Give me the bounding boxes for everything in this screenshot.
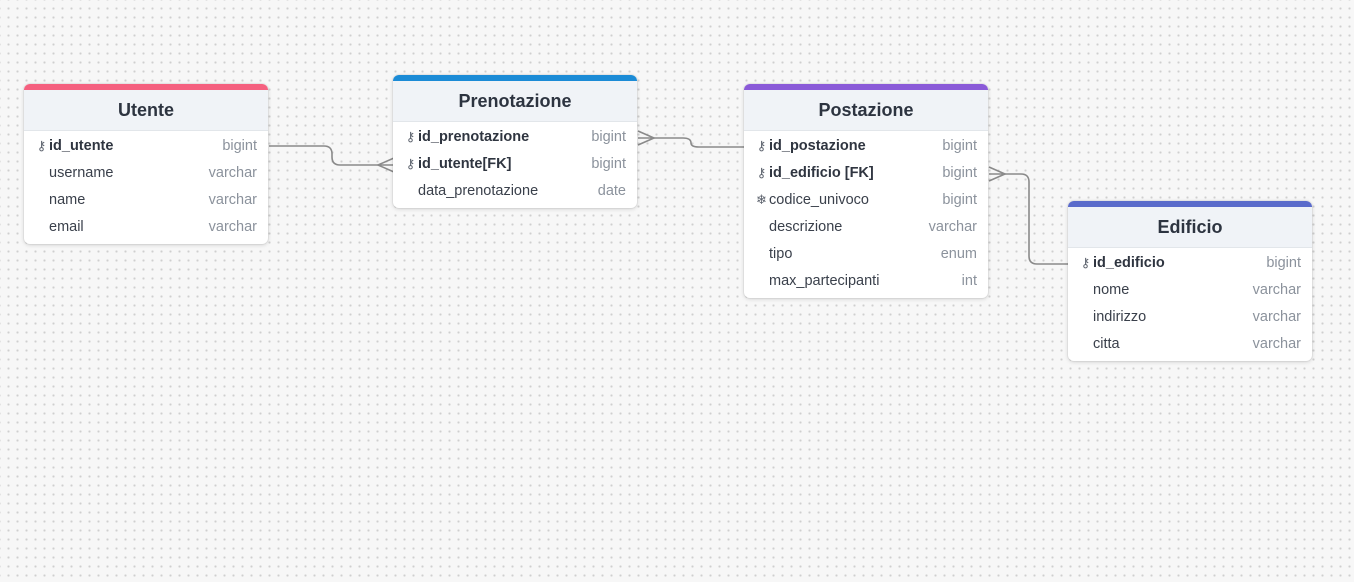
connector-utente-prenotazione[interactable] [269, 145, 394, 166]
field-type: bigint [942, 191, 977, 208]
field-type: bigint [1266, 254, 1301, 271]
table-postazione[interactable]: Postazione ⚷ id_postazione bigint ⚷ id_e… [744, 84, 988, 298]
table-postazione-fields: ⚷ id_postazione bigint ⚷ id_edificio [FK… [744, 131, 988, 298]
key-icon: ⚷ [36, 137, 47, 153]
field-name: id_edificio [1093, 254, 1165, 271]
table-edificio-accent [1068, 201, 1312, 207]
field-row[interactable]: descrizione varchar [744, 213, 988, 240]
field-type: date [597, 182, 626, 199]
field-type: bigint [591, 155, 626, 172]
field-row[interactable]: data_prenotazione date [393, 177, 637, 204]
field-name: username [49, 164, 114, 181]
key-icon: ⚷ [756, 137, 767, 153]
field-row[interactable]: ❄ codice_univoco bigint [744, 186, 988, 213]
field-name: citta [1093, 335, 1120, 352]
snowflake-icon: ❄ [756, 191, 767, 207]
field-name: max_partecipanti [769, 272, 880, 289]
field-type: varchar [1252, 308, 1301, 325]
crowfoot-prenotazione-right-icon [637, 130, 656, 146]
field-type: varchar [1252, 281, 1301, 298]
field-name: codice_univoco [769, 191, 869, 208]
field-row[interactable]: nome varchar [1068, 276, 1312, 303]
field-name: nome [1093, 281, 1130, 298]
table-prenotazione[interactable]: Prenotazione ⚷ id_prenotazione bigint ⚷ … [393, 75, 637, 208]
table-postazione-title: Postazione [818, 99, 914, 120]
field-row[interactable]: ⚷ id_utente[FK] bigint [393, 150, 637, 177]
field-name: id_utente[FK] [418, 155, 512, 172]
field-type: varchar [208, 218, 257, 235]
field-name: email [49, 218, 84, 235]
key-icon: ⚷ [405, 155, 416, 171]
table-prenotazione-accent [393, 75, 637, 81]
field-type: varchar [208, 191, 257, 208]
crowfoot-prenotazione-icon [376, 157, 395, 173]
field-type: int [961, 272, 977, 289]
field-type: enum [940, 245, 977, 262]
table-postazione-header[interactable]: Postazione [744, 90, 988, 131]
field-name: id_utente [49, 137, 114, 154]
table-prenotazione-header[interactable]: Prenotazione [393, 81, 637, 122]
connector-postazione-edificio[interactable] [989, 173, 1069, 265]
table-edificio-title: Edificio [1157, 216, 1223, 237]
field-type: varchar [928, 218, 977, 235]
field-row[interactable]: ⚷ id_prenotazione bigint [393, 123, 637, 150]
field-name: indirizzo [1093, 308, 1147, 325]
table-utente-title: Utente [117, 99, 174, 120]
field-row[interactable]: ⚷ id_utente bigint [24, 132, 268, 159]
table-edificio[interactable]: Edificio ⚷ id_edificio bigint nome varch… [1068, 201, 1312, 361]
field-row[interactable]: ⚷ id_edificio bigint [1068, 249, 1312, 276]
field-name: name [49, 191, 86, 208]
field-row[interactable]: ⚷ id_edificio [FK] bigint [744, 159, 988, 186]
table-utente-accent [24, 84, 268, 90]
key-icon: ⚷ [756, 164, 767, 180]
field-type: bigint [591, 128, 626, 145]
field-row[interactable]: username varchar [24, 159, 268, 186]
connector-prenotazione-postazione[interactable] [638, 137, 745, 148]
field-row[interactable]: citta varchar [1068, 330, 1312, 357]
table-edificio-header[interactable]: Edificio [1068, 207, 1312, 248]
field-name: id_edificio [FK] [769, 164, 874, 181]
field-row[interactable]: name varchar [24, 186, 268, 213]
table-utente[interactable]: Utente ⚷ id_utente bigint username varch… [24, 84, 268, 244]
field-row[interactable]: tipo enum [744, 240, 988, 267]
field-name: data_prenotazione [418, 182, 539, 199]
field-name: descrizione [769, 218, 843, 235]
field-name: tipo [769, 245, 793, 262]
table-prenotazione-fields: ⚷ id_prenotazione bigint ⚷ id_utente[FK]… [393, 122, 637, 208]
field-type: varchar [1252, 335, 1301, 352]
table-postazione-accent [744, 84, 988, 90]
field-type: bigint [942, 137, 977, 154]
field-type: bigint [942, 164, 977, 181]
table-utente-fields: ⚷ id_utente bigint username varchar name… [24, 131, 268, 244]
key-icon: ⚷ [1080, 254, 1091, 270]
table-prenotazione-title: Prenotazione [458, 90, 572, 111]
field-row[interactable]: indirizzo varchar [1068, 303, 1312, 330]
field-name: id_postazione [769, 137, 866, 154]
field-type: bigint [222, 137, 257, 154]
field-row[interactable]: max_partecipanti int [744, 267, 988, 294]
field-row[interactable]: email varchar [24, 213, 268, 240]
table-edificio-fields: ⚷ id_edificio bigint nome varchar indiri… [1068, 248, 1312, 361]
field-type: varchar [208, 164, 257, 181]
table-utente-header[interactable]: Utente [24, 90, 268, 131]
key-icon: ⚷ [405, 128, 416, 144]
field-name: id_prenotazione [418, 128, 530, 145]
crowfoot-postazione-icon [988, 166, 1007, 182]
field-row[interactable]: ⚷ id_postazione bigint [744, 132, 988, 159]
